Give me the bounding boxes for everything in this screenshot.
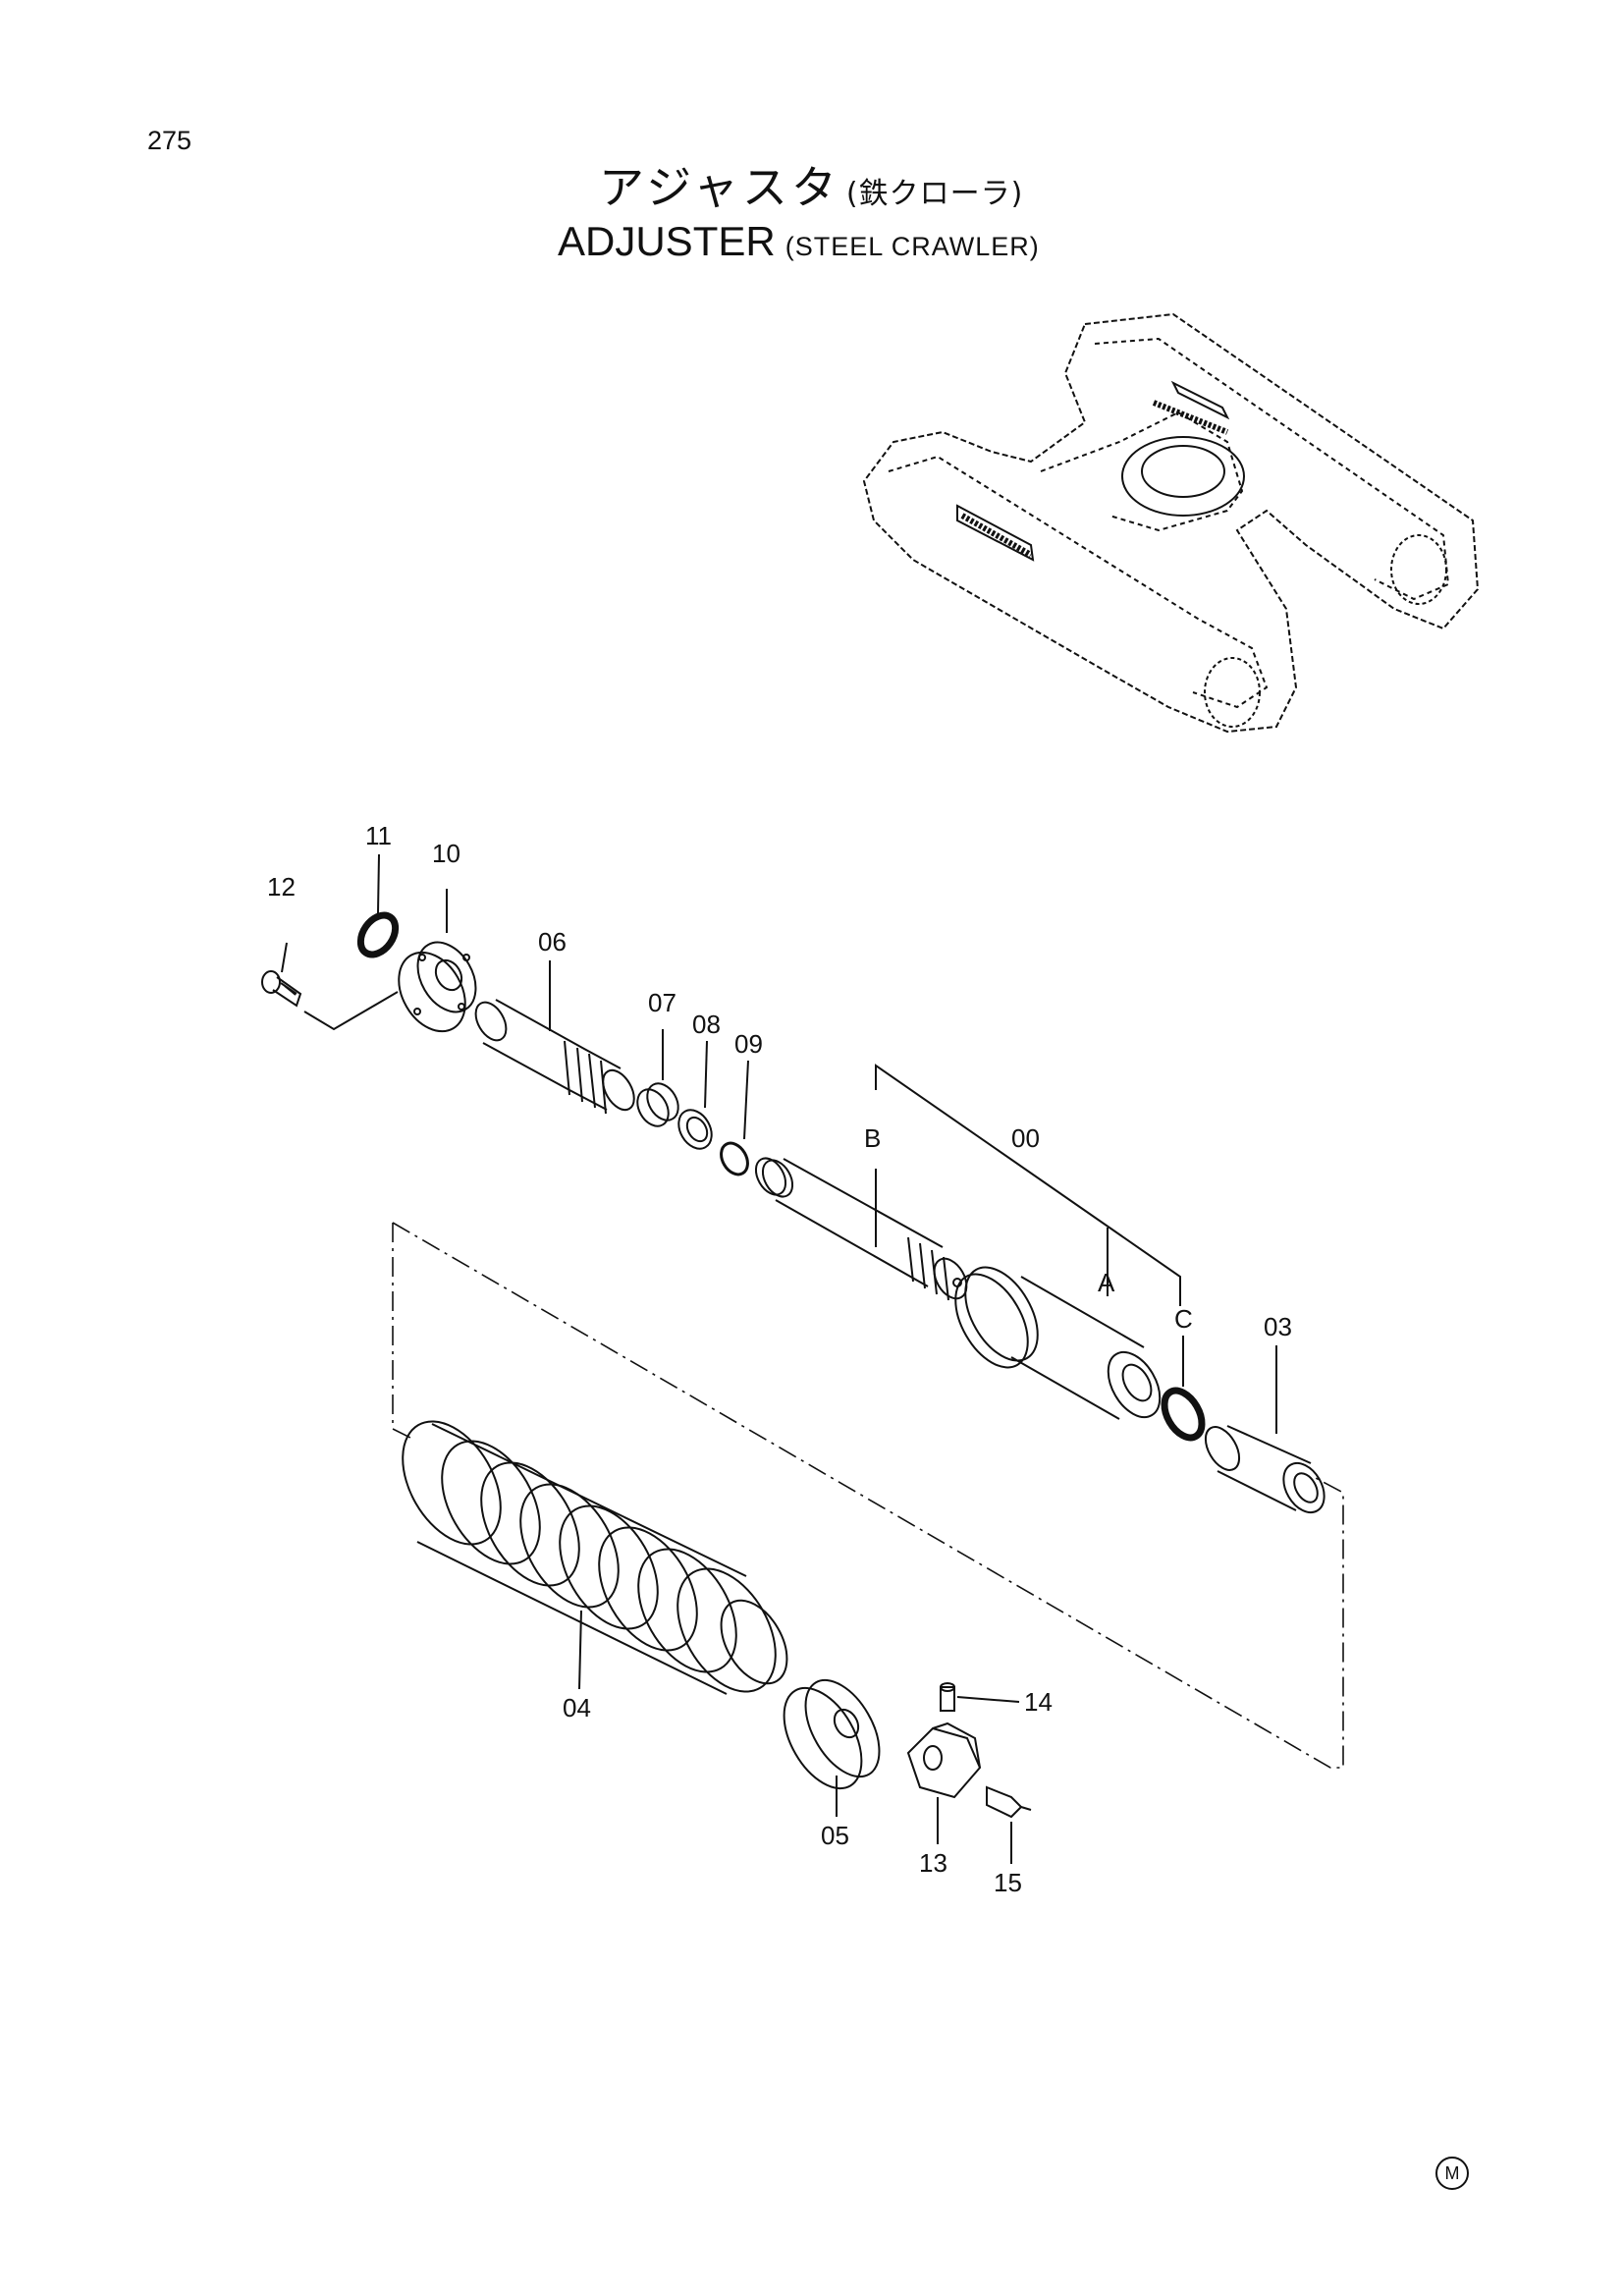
label-10: 10 — [432, 839, 460, 868]
page-number: 275 — [147, 126, 192, 155]
part-10-flange — [398, 889, 477, 1033]
label-b: B — [864, 1123, 881, 1153]
part-05-spring-seat — [783, 1678, 881, 1817]
part-04-spring — [402, 1420, 788, 1695]
label-12: 12 — [267, 872, 296, 902]
assembly-line-right — [392, 1222, 1344, 1769]
label-06: 06 — [538, 927, 567, 957]
label-07: 07 — [648, 988, 676, 1017]
title-japanese: アジャスタ(鉄クローラ) — [599, 152, 1023, 217]
label-14: 14 — [1024, 1687, 1053, 1717]
part-09-snap-ring — [720, 1060, 749, 1176]
title-jp-sub: (鉄クローラ) — [845, 177, 1024, 211]
label-08: 08 — [692, 1010, 721, 1039]
label-04: 04 — [563, 1693, 591, 1722]
label-a: A — [1098, 1268, 1115, 1297]
part-b-piston-rod — [754, 1157, 968, 1301]
part-15-grease-fitting — [986, 1785, 1032, 1864]
part-13-nut — [906, 1722, 982, 1844]
assembly-line-left — [392, 1223, 413, 1440]
part-08-ring — [677, 1040, 713, 1150]
part-14-plug — [940, 1682, 1020, 1712]
part-03-bushing — [1204, 1345, 1325, 1514]
label-00: 00 — [1011, 1123, 1040, 1153]
label-09: 09 — [734, 1029, 763, 1059]
label-03: 03 — [1264, 1312, 1292, 1341]
track-frame-illustration — [862, 312, 1480, 734]
label-c: C — [1174, 1304, 1193, 1334]
title-en-main: ADJUSTER — [558, 218, 776, 264]
label-05: 05 — [821, 1821, 849, 1850]
title-english: ADJUSTER (STEEL CRAWLER) — [558, 218, 1040, 265]
title-jp-main: アジャスタ — [599, 161, 840, 214]
title-en-sub: (STEEL CRAWLER) — [784, 232, 1040, 261]
part-07-collar — [636, 1029, 679, 1127]
part-06-rod — [474, 960, 635, 1115]
leader-11 — [377, 853, 380, 914]
part-11-o-ring — [356, 911, 400, 958]
part-a-cylinder — [954, 1266, 1162, 1420]
label-11: 11 — [365, 821, 392, 850]
leader-12-10 — [303, 991, 399, 1031]
part-c-o-ring — [1161, 1387, 1206, 1442]
label-13: 13 — [919, 1848, 947, 1878]
part-12-bolt — [261, 942, 302, 1008]
bracket-00 — [875, 1064, 1181, 1306]
corner-mark: M — [1435, 2157, 1469, 2190]
label-15: 15 — [994, 1868, 1022, 1897]
